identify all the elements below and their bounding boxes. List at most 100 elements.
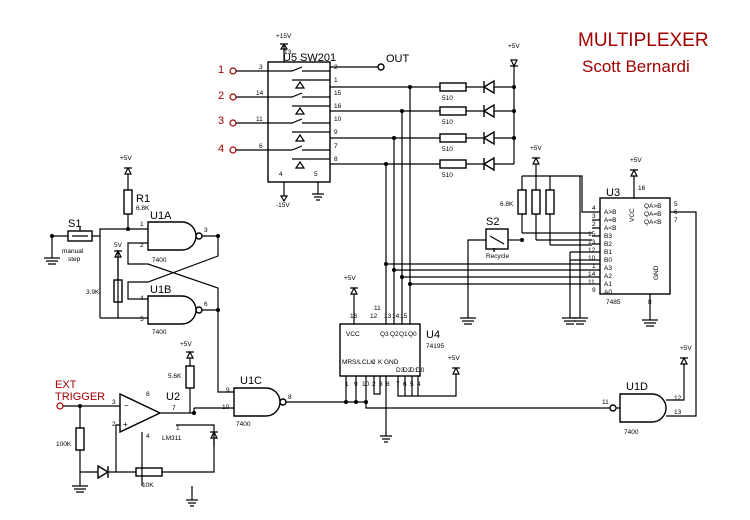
schematic-title: MULTIPLEXER — [578, 30, 709, 51]
u3-vcc-label: VCC — [629, 208, 636, 222]
u4-d0-label: D0 — [416, 367, 425, 374]
u4-d-vcc-label: +5V — [448, 355, 460, 362]
u5-pin-3: 3 — [259, 64, 263, 71]
led-resistor-value-2: 510 — [442, 119, 453, 126]
input-label-2: 2 — [218, 90, 224, 102]
led-resistor-value-3: 510 — [442, 146, 453, 153]
u4-shift-register: U4 74195 16 12 13 14 15 11 VCC Q3 Q2 Q1 … — [339, 305, 444, 388]
u4-part: 74195 — [426, 343, 444, 350]
u5-vplus-label: +15V — [276, 33, 292, 40]
svg-text:+: + — [123, 420, 128, 429]
led-resistor-value-1: 510 — [442, 95, 453, 102]
sv-label: 5V — [114, 242, 123, 249]
input-label-1: 1 — [218, 64, 224, 76]
u2-part: LM311 — [162, 435, 182, 442]
s2-label: Recycle — [486, 253, 510, 260]
u5-pin-11: 11 — [256, 116, 263, 123]
u5-pin-4: 4 — [279, 171, 283, 178]
s1-label-2: step — [68, 256, 81, 263]
u3-comparator-ic: U3 7485 16 8 A>B A=B A<B B3 B2 B1 B0 A3 … — [588, 185, 678, 306]
u1d-vcc-label: +5V — [680, 345, 692, 352]
u4-pin11: 11 — [374, 305, 381, 312]
u1d-pin12: 12 — [674, 395, 682, 402]
u4-pin15: 15 — [400, 313, 408, 320]
pullup-resistor-1 — [517, 189, 527, 215]
u3-pin9: 9 — [592, 287, 596, 294]
u3-pin7: 7 — [674, 217, 678, 224]
u2-pin8: 8 — [146, 391, 150, 398]
input-terminal-3 — [229, 119, 237, 127]
r1-value: 6.8K — [136, 205, 150, 212]
u5-pin-15: 15 — [334, 90, 342, 97]
u2-pin7: 7 — [172, 405, 176, 412]
led-vcc-label: +5V — [508, 43, 520, 50]
u5-pin-1: 1 — [334, 77, 338, 84]
r1-resistor — [123, 189, 133, 215]
u3-name: U3 — [606, 187, 620, 199]
led-1 — [482, 79, 495, 95]
u2-pin4: 4 — [146, 433, 150, 440]
u5-pin-10: 10 — [334, 116, 342, 123]
u4-pin1: 1 — [345, 381, 349, 388]
u4-vcc-label: VCC — [346, 331, 360, 338]
u1d-nand: U1D 7400 12 13 11 — [602, 381, 682, 436]
u3-vcc-supply-label: +5V — [630, 157, 642, 164]
u4-pin13: 13 — [384, 313, 392, 320]
u3-lbl-a1: A1 — [604, 281, 612, 288]
u1d-part: 7400 — [624, 429, 639, 436]
u5-pin-16: 16 — [334, 103, 342, 110]
u3-pin16: 16 — [638, 185, 646, 192]
input-label-4: 4 — [218, 143, 224, 155]
out-terminal — [377, 63, 385, 71]
u1c-nand: U1C 7400 9 10 8 — [222, 375, 292, 428]
u5-pin-5: 5 — [314, 171, 318, 178]
feedback-diode — [97, 464, 110, 480]
u1d-name: U1D — [626, 381, 648, 393]
r-100k-resistor — [75, 427, 85, 451]
out-label: OUT — [386, 53, 410, 65]
r-5k6-value: 5.6K — [168, 373, 182, 380]
input-label-3: 3 — [218, 115, 224, 127]
u1c-name: U1C — [240, 375, 262, 387]
u4-pin4: 4 — [417, 381, 421, 388]
r-10k-value: 10K — [142, 482, 154, 489]
u3-pin3: 3 — [592, 213, 596, 220]
led-3 — [482, 130, 495, 146]
r1-name: R1 — [136, 193, 150, 205]
u3-pin5: 5 — [674, 201, 678, 208]
u4-clk-label: CLK — [362, 359, 375, 366]
u3-pin12: 12 — [588, 247, 596, 254]
schematic-author: Scott Bernardi — [582, 57, 690, 76]
s2-name: S2 — [486, 216, 499, 228]
u2-pin2: 2 — [112, 421, 116, 428]
led-resistor-1 — [439, 82, 467, 92]
input-terminal-2 — [229, 93, 237, 101]
u1b-pin5: 5 — [140, 316, 144, 323]
led-resistor-3 — [439, 133, 467, 143]
u1b-nand: U1B 7400 4 5 6 — [140, 284, 208, 336]
u2-pin1: 1 — [176, 425, 180, 432]
u4-j-label: J — [372, 359, 375, 366]
u3-lbl-a-lt-b: A<B — [604, 225, 616, 232]
u1d-pin11: 11 — [602, 399, 609, 406]
u3-pin2: 2 — [592, 221, 596, 228]
u1b-pin6: 6 — [204, 301, 208, 308]
pullup-resistor-2 — [531, 189, 541, 215]
pullup-value: 6.8K — [500, 201, 514, 208]
u3-pin10: 10 — [588, 255, 596, 262]
u3-lbl-b1: B1 — [604, 249, 612, 256]
u1a-name: U1A — [150, 210, 172, 222]
svg-text:−: − — [124, 401, 129, 410]
u1a-pin2: 2 — [140, 242, 144, 249]
u3-lbl-b0: B0 — [604, 257, 612, 264]
ext-trigger-line1: EXT — [55, 379, 77, 391]
u1a-pin1: 1 — [140, 221, 144, 228]
u4-pin12: 12 — [370, 313, 378, 320]
u3-pin4: 4 — [592, 205, 596, 212]
u2-pin3: 3 — [112, 399, 116, 406]
u1d-pin13: 13 — [674, 409, 682, 416]
s2-switch — [485, 228, 509, 250]
u4-q0-label: Q0 — [408, 331, 417, 338]
r-10k-resistor — [135, 467, 163, 477]
